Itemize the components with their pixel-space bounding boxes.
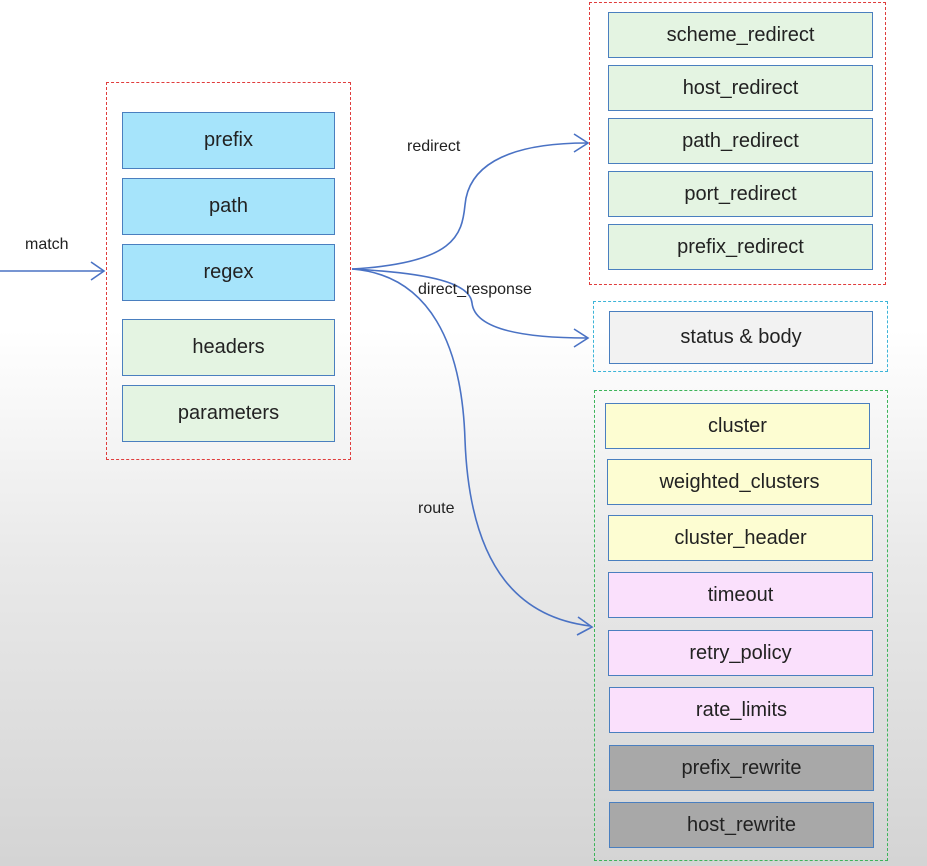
redirect-node-prefix: prefix_redirect [608,224,873,270]
route-node-cluster: cluster [605,403,870,449]
match-node-prefix: prefix [122,112,335,169]
edge-label-route: route [418,500,455,517]
redirect-group [589,2,886,285]
route-arrowhead [576,616,594,636]
edge-label-match: match [25,236,69,253]
redirect-arrow-line [351,142,588,270]
direct-response-arrow-line [351,268,588,339]
match-node-regex: regex [122,244,335,301]
route-node-retry-policy: retry_policy [608,630,873,676]
match-node-parameters: parameters [122,385,335,442]
edge-label-redirect: redirect [407,138,461,155]
route-arrow-line [351,268,591,627]
match-group [106,82,351,460]
redirect-node-port: port_redirect [608,171,873,217]
redirect-arrowhead [573,133,590,153]
direct-response-arrowhead [573,328,590,348]
route-node-cluster-header: cluster_header [608,515,873,561]
route-node-host-rewrite: host_rewrite [609,802,874,848]
route-node-rate-limits: rate_limits [609,687,874,733]
route-node-prefix-rewrite: prefix_rewrite [609,745,874,791]
route-node-weighted-clusters: weighted_clusters [607,459,872,505]
redirect-node-scheme: scheme_redirect [608,12,873,58]
redirect-node-host: host_redirect [608,65,873,111]
match-arrowhead [90,261,106,281]
route-node-timeout: timeout [608,572,873,618]
direct-response-node-status-body: status & body [609,311,873,364]
match-node-headers: headers [122,319,335,376]
redirect-node-path: path_redirect [608,118,873,164]
edge-label-direct-response: direct_response [418,281,532,298]
direct-response-group [593,301,888,372]
match-node-path: path [122,178,335,235]
route-group [594,390,888,861]
